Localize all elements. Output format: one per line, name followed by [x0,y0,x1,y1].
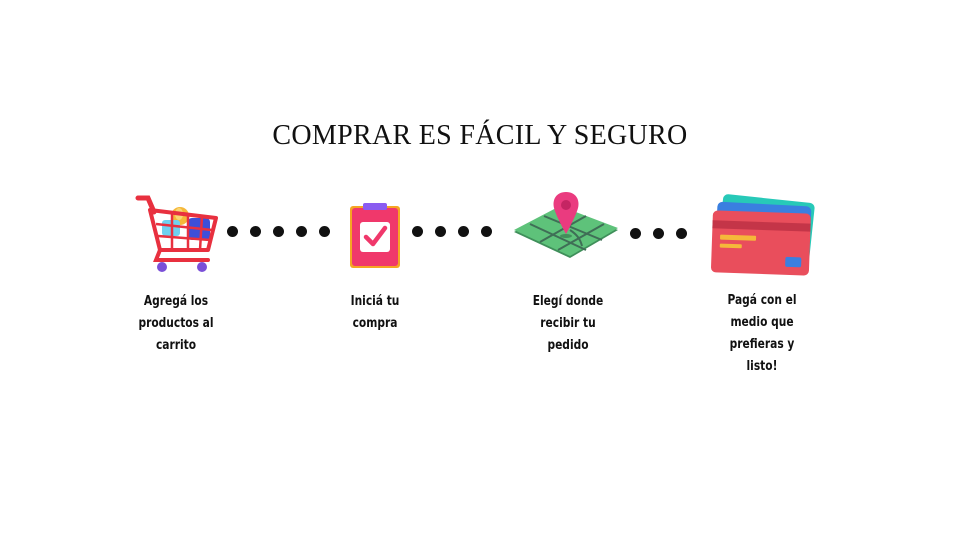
step-caption-line: pedido [547,338,589,353]
step-caption-line: listo! [746,359,778,374]
connector-dot [273,226,284,237]
step-caption-3: Elegí donde recibir tu pedido [511,291,626,357]
checkbox-clipboard-icon [346,200,404,272]
connector-dots-3 [630,228,687,239]
connector-dot [412,226,423,237]
step-caption-2: Iniciá tu compra [318,291,433,335]
connector-dot [296,226,307,237]
connector-dot [250,226,261,237]
step-caption-line: carrito [155,338,197,353]
step-caption-line: medio que [730,315,794,330]
page-title: COMPRAR ES FÁCIL Y SEGURO [272,120,688,151]
connector-dot [435,226,446,237]
step-caption-line: productos al [138,316,214,331]
connector-dot [458,226,469,237]
connector-dot [481,226,492,237]
step-caption-line: prefieras y [729,337,795,352]
step-caption-line: Pagá con el [727,293,797,308]
credit-card-icon [706,190,818,276]
map-pin-icon [510,186,622,270]
connector-dot [319,226,330,237]
step-caption-line: Agregá los [143,294,209,309]
connector-dot [630,228,641,239]
connector-dot [227,226,238,237]
connector-dot [653,228,664,239]
step-caption-line: Elegí donde [532,294,604,309]
step-caption-4: Pagá con el medio que prefieras y listo! [705,290,820,378]
step-caption-1: Agregá los productos al carrito [119,291,234,357]
connector-dots-2 [412,226,492,237]
step-caption-line: Iniciá tu [350,294,400,309]
step-caption-line: compra [352,316,398,331]
connector-dots-1 [227,226,330,237]
step-caption-line: recibir tu [540,316,596,331]
connector-dot [676,228,687,239]
shopping-cart-icon [132,192,222,276]
